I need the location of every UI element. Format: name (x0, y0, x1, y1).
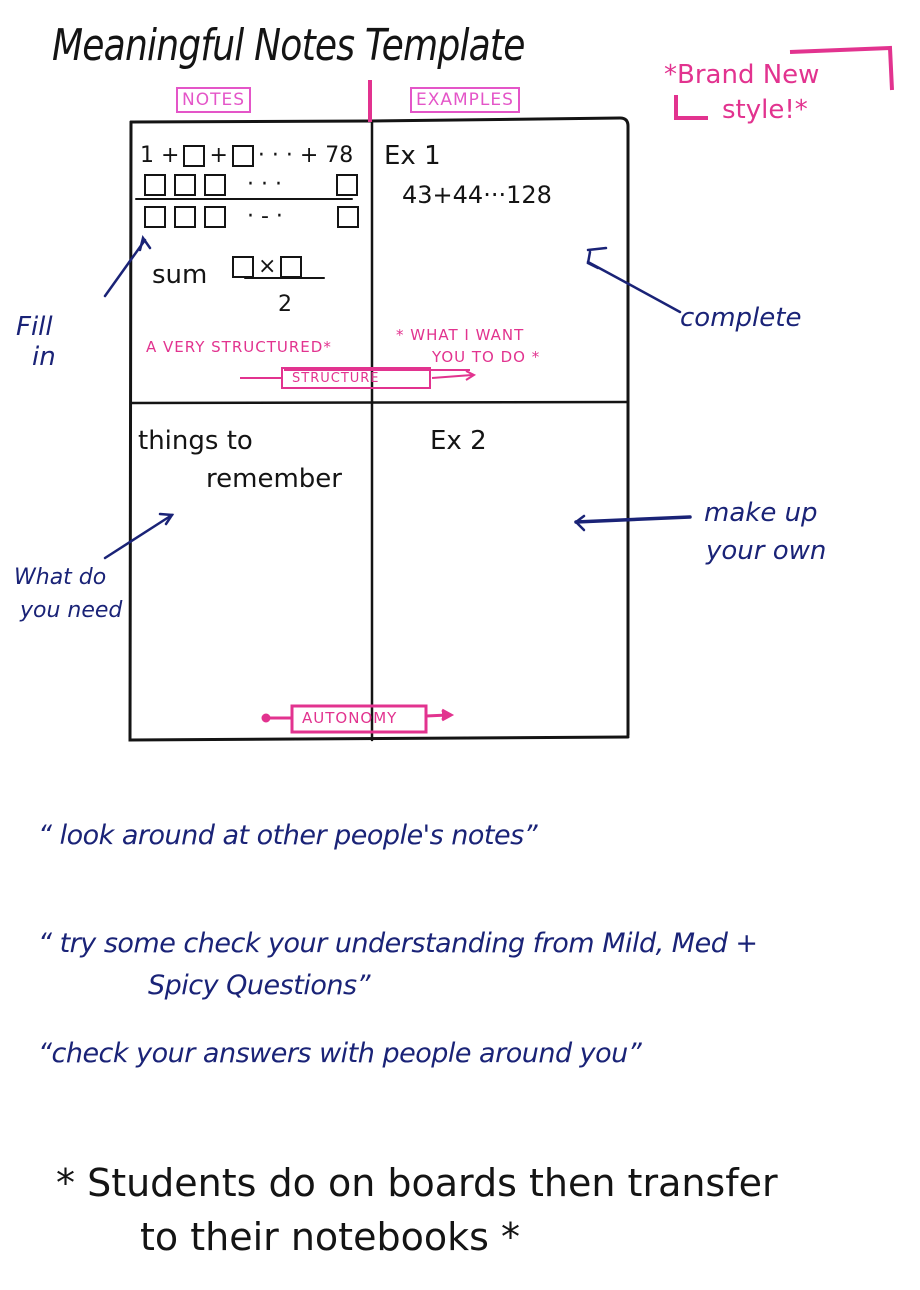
notes-header: NOTES (176, 87, 252, 113)
numerator-row: · · · (140, 174, 362, 196)
brand-new-badge-line2: style!* (722, 95, 808, 125)
brand-new-badge-line1: *Brand New (664, 60, 820, 90)
blank-box-icon (280, 256, 303, 278)
fill-in-annotation-line1: Fill (16, 312, 53, 342)
blank-box-icon (174, 174, 196, 196)
what-i-want-note-line2: YOU TO DO * (432, 348, 541, 366)
example-1-label: Ex 1 (384, 141, 441, 171)
blank-box-icon (232, 256, 254, 278)
series-start: 1 + (140, 143, 180, 168)
footer-line1: * Students do on boards then transfer (56, 1161, 778, 1205)
denominator-row: · - · (140, 206, 363, 228)
sum-formula: × (228, 256, 306, 278)
ellipsis: · · · (247, 172, 282, 197)
quote-look-around: “ look around at other people's notes” (38, 820, 538, 851)
blank-box-icon (174, 206, 196, 228)
what-do-you-need-line1: What do (14, 565, 107, 590)
blank-box-icon (144, 206, 166, 228)
example-1-sequence: 43+44···128 (402, 181, 552, 209)
notes-header-label: NOTES (176, 87, 252, 113)
series-row: 1 + + · · · + 78 (140, 145, 353, 167)
blank-box-icon (204, 206, 226, 228)
fill-in-annotation-line2: in (32, 342, 56, 372)
examples-header: EXAMPLES (410, 87, 520, 113)
make-up-your-own-line1: make up (704, 498, 818, 528)
blank-box-icon (335, 174, 358, 196)
blank-box-icon (144, 174, 166, 196)
structure-label: STRUCTURE (292, 371, 380, 386)
times-sign: × (258, 254, 277, 279)
plus-sign: + (209, 143, 228, 168)
ellipsis: · - · (247, 204, 283, 229)
sum-denominator: 2 (278, 292, 292, 317)
sum-label: sum (152, 260, 208, 290)
what-i-want-note-line1: * WHAT I WANT (396, 326, 525, 344)
complete-annotation: complete (680, 303, 802, 333)
example-2-label: Ex 2 (430, 426, 487, 456)
autonomy-label: AUTONOMY (302, 709, 398, 727)
footer-line2: to their notebooks * (140, 1215, 520, 1259)
blank-box-icon (336, 206, 359, 228)
structure-arrow (240, 367, 477, 389)
blank-box-icon (231, 145, 254, 167)
template-grid (128, 116, 630, 742)
quote-check-answers: “check your answers with people around y… (38, 1038, 642, 1069)
blank-box-icon (183, 145, 206, 167)
examples-header-label: EXAMPLES (410, 87, 520, 113)
annotation-arrows (103, 235, 692, 560)
quote-try-questions-line2: Spicy Questions” (148, 970, 371, 1001)
things-to-remember-line2: remember (206, 464, 342, 494)
autonomy-arrow (261, 704, 455, 734)
what-do-you-need-line2: you need (20, 598, 123, 623)
quote-try-questions-line1: “ try some check your understanding from… (38, 928, 758, 959)
things-to-remember-line1: things to (138, 426, 253, 456)
blank-box-icon (204, 174, 226, 196)
page-title: Meaningful Notes Template (52, 20, 525, 71)
make-up-your-own-line2: your own (706, 536, 827, 566)
brand-bracket (674, 45, 894, 120)
series-end: · · · + 78 (257, 143, 354, 168)
very-structured-note: A VERY STRUCTURED* (146, 338, 332, 356)
